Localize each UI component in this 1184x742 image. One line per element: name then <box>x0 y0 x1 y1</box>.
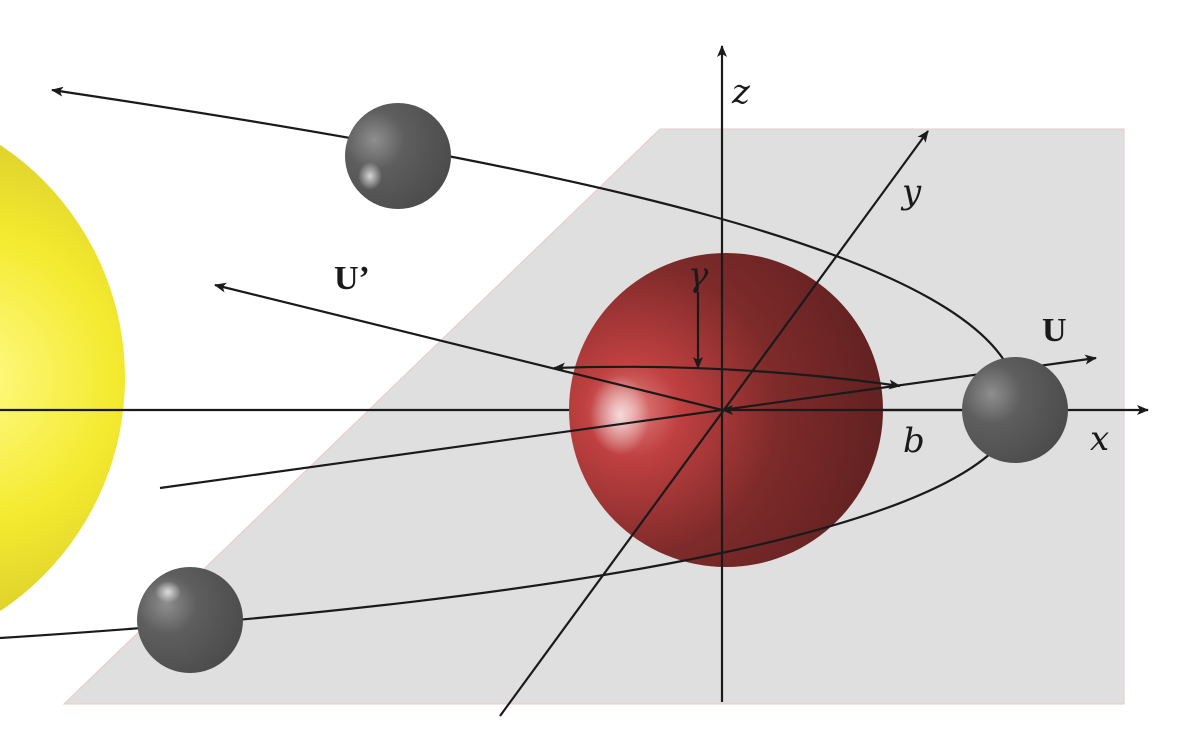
body-top <box>345 103 451 209</box>
velocity-in-label: U <box>1042 312 1067 349</box>
body-top-highlight <box>358 162 382 190</box>
planet-highlight <box>590 375 650 455</box>
incoming-asymptote <box>159 408 723 490</box>
angle-label: γ <box>688 255 709 295</box>
impact-parameter-label: b <box>903 421 925 461</box>
angle-arc <box>553 362 901 390</box>
body-right <box>962 357 1068 463</box>
y-axis-line <box>499 130 929 717</box>
y-axis-label: y <box>900 172 922 212</box>
velocity-out-label: U’ <box>334 260 370 297</box>
z-axis-label: z <box>731 72 751 112</box>
sun <box>0 144 125 612</box>
x-axis-label: x <box>1090 419 1109 459</box>
body-bottom <box>137 567 243 673</box>
body-bottom-highlight <box>155 581 181 603</box>
